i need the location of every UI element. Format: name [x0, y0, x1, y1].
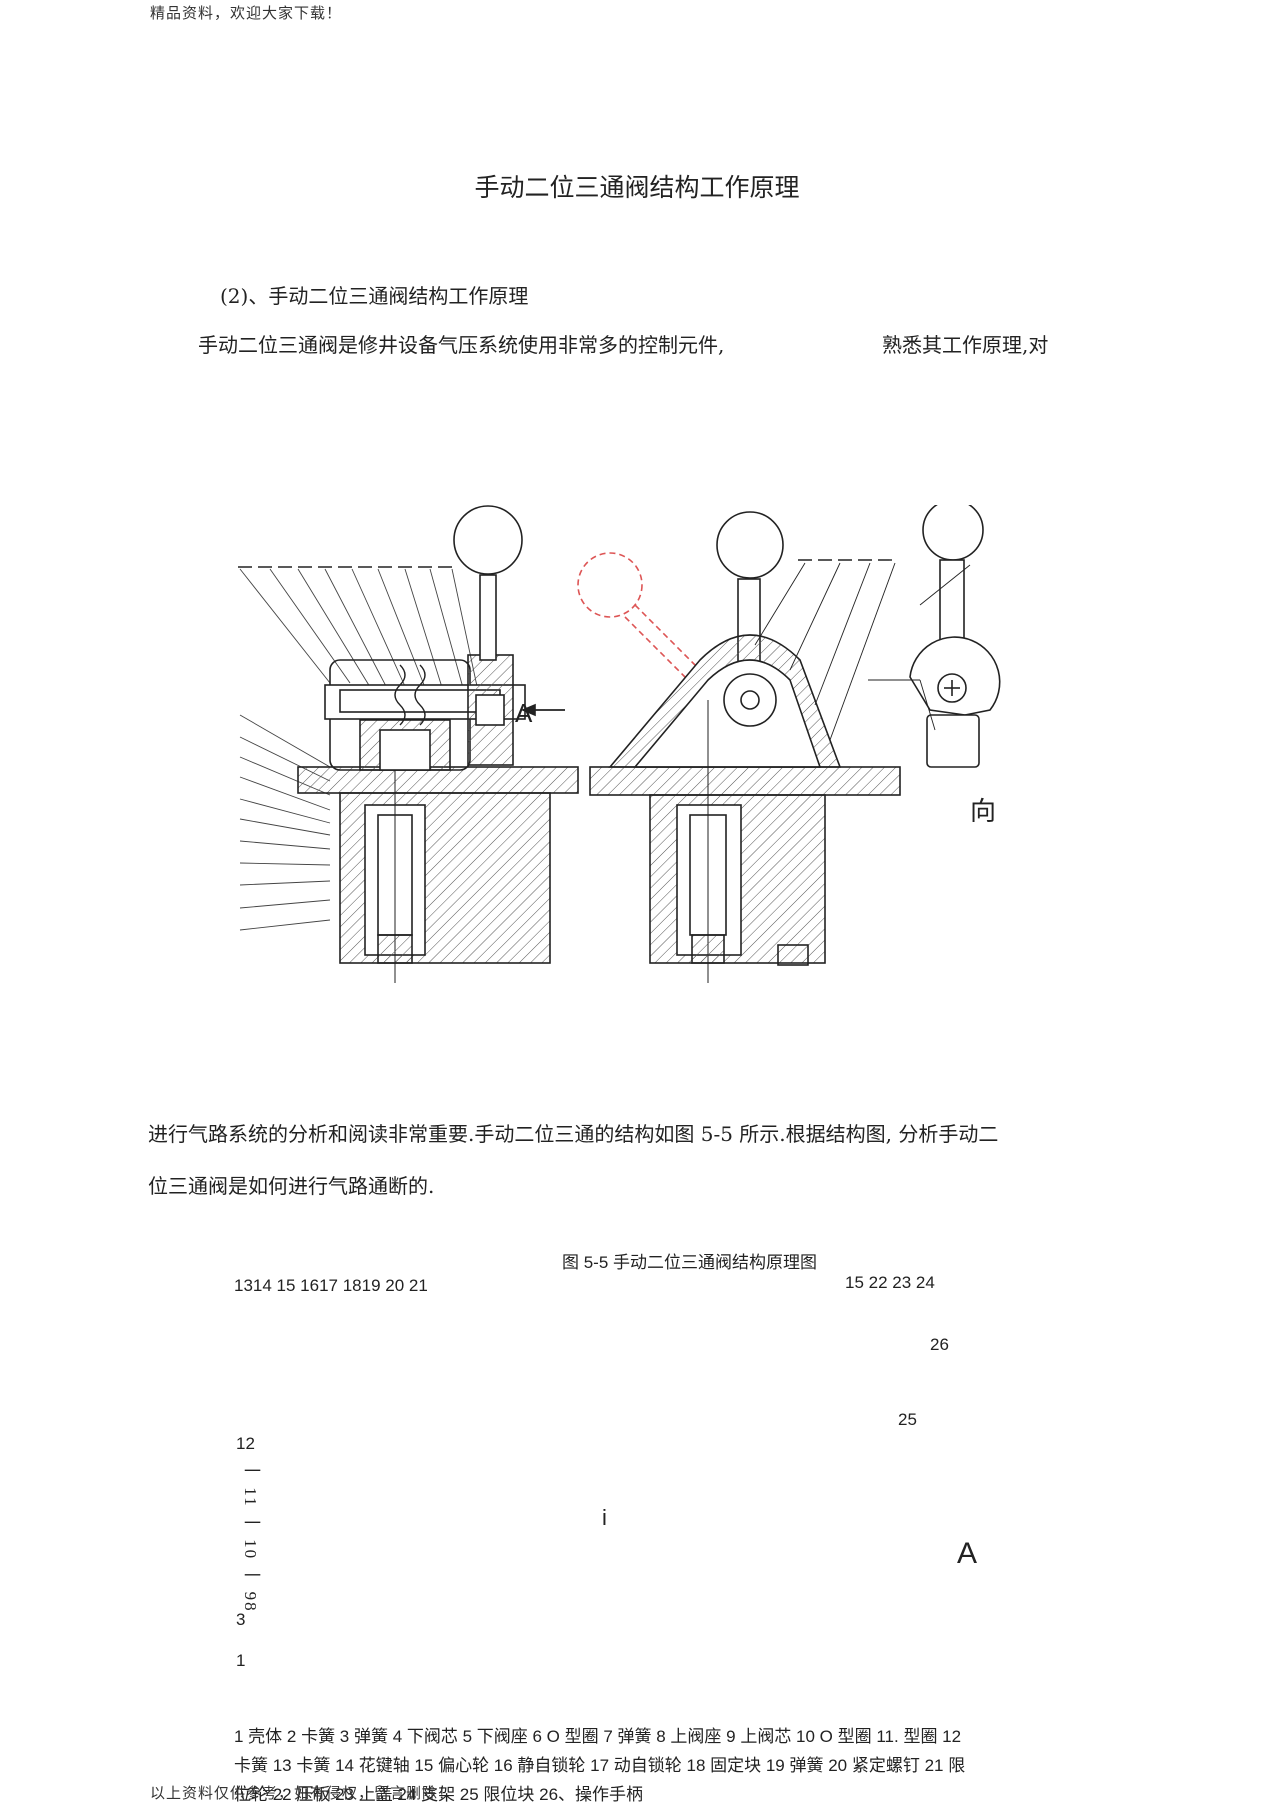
page-title: 手动二位三通阀结构工作原理 [474, 173, 800, 202]
figure-caption: 图 5-5 手动二位三通阀结构原理图 [562, 1253, 818, 1272]
paragraph-1-part-b: 熟悉其工作原理,对 [882, 333, 1049, 357]
view-arrow-label: A [515, 698, 533, 728]
parts-legend-line-2: 卡簧 13 卡簧 14 花键轴 15 偏心轮 16 静自锁轮 17 动自锁轮 1… [234, 1756, 966, 1775]
paragraph-1-part-a: 手动二位三通阀是修井设备气压系统使用非常多的控制元件, [198, 333, 725, 357]
part-numbers-vertical: 一 11 一 10 一 98 [241, 1462, 260, 1613]
paragraph-2-line-1: 进行气路系统的分析和阅读非常重要.手动二位三通的结构如图 5-5 所示.根据结构… [148, 1122, 999, 1146]
page-header: 精品资料，欢迎大家下载！ [150, 4, 343, 22]
part-number-1: 1 [236, 1651, 246, 1670]
paragraph-2-line-2: 位三通阀是如何进行气路通断的. [148, 1174, 435, 1198]
page-footer: 以上资料仅供参考，如有侵权，留言删除！ [150, 1784, 455, 1802]
label-A-large: A [957, 1537, 978, 1570]
right-direction-view [868, 505, 1001, 768]
part-number-3: 3 [236, 1610, 246, 1629]
parts-legend-line-1: 1 壳体 2 卡簧 3 弹簧 4 下阀芯 5 下阀座 6 O 型圈 7 弹簧 8… [234, 1727, 962, 1746]
part-number-25: 25 [898, 1410, 917, 1429]
valve-structure-drawing: A . 2 [238, 505, 1001, 983]
part-number-12: 12 [236, 1434, 255, 1453]
left-section-view [238, 505, 579, 983]
parts-legend-line-3: 位轮 22 压板 23 上盖 24 支架 25 限位块 26、操作手柄 [234, 1785, 644, 1804]
part-numbers-top-right: 15 22 23 24 [845, 1273, 935, 1292]
part-numbers-top-left: 1314 15 1617 1819 20 21 [234, 1276, 428, 1295]
part-number-26: 26 [930, 1335, 949, 1354]
direction-label: 向 [970, 797, 996, 826]
section-subheading: (2)、手动二位三通阀结构工作原理 [220, 284, 529, 308]
middle-section-view [577, 511, 901, 983]
label-i: i [602, 1505, 607, 1530]
